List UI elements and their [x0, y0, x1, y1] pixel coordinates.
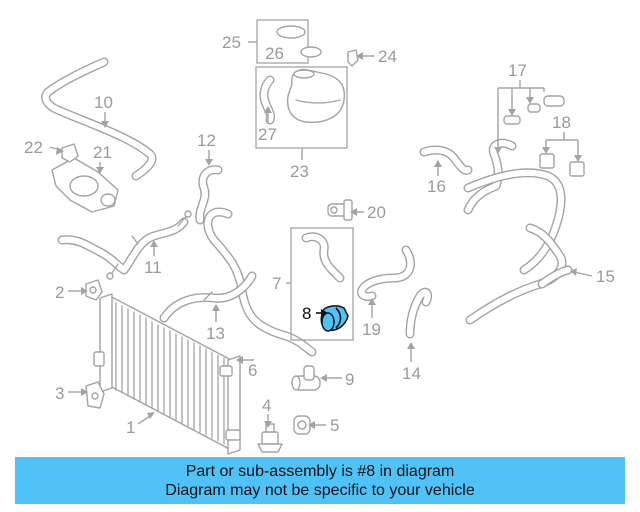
- group-box-7: [290, 227, 354, 341]
- callout-25: 25: [222, 33, 241, 52]
- callout-17: 17: [508, 61, 527, 80]
- callout-20: 20: [367, 203, 386, 222]
- pipe-part-10: [41, 57, 157, 181]
- hose-part-7: [301, 232, 345, 283]
- bracket-part-2: [85, 279, 103, 301]
- tee-fitting-part-9: [291, 365, 321, 391]
- callout-1: 1: [126, 418, 135, 437]
- leader-lines: [49, 41, 593, 429]
- hose-part-12: [195, 165, 223, 225]
- hose-part-14: [405, 287, 433, 339]
- cap-part-22: [61, 143, 79, 163]
- flange-part-21: [51, 157, 119, 213]
- callout-7: 7: [272, 274, 281, 293]
- callout-27: 27: [258, 125, 277, 144]
- callout-24: 24: [378, 47, 397, 66]
- callout-4: 4: [262, 396, 271, 415]
- callout-14: 14: [402, 364, 421, 383]
- callout-16: 16: [427, 177, 446, 196]
- radiator-part: [93, 293, 241, 455]
- callout-13: 13: [206, 324, 225, 343]
- info-banner: Part or sub-assembly is #8 in diagram Di…: [15, 457, 625, 504]
- hose-part-18: [463, 153, 585, 275]
- hose-part-27: [259, 75, 275, 125]
- hose-part-15: [465, 223, 573, 325]
- clip-part-24: [347, 49, 359, 67]
- fitting-part-5: [293, 415, 311, 435]
- callout-labels: 1 2 3 4 5 6 7 8 9 10 11 12 13 14 15 16 1…: [24, 33, 615, 437]
- callout-22: 22: [24, 138, 43, 157]
- fitting-part-20: [327, 199, 353, 221]
- callout-15: 15: [596, 267, 615, 286]
- callout-10: 10: [94, 93, 113, 112]
- callout-9: 9: [345, 370, 354, 389]
- callout-18: 18: [552, 113, 571, 132]
- banner-line-disclaimer: Diagram may not be specific to your vehi…: [165, 481, 475, 499]
- cap-part-26: [276, 25, 322, 58]
- parts-diagram: 1 2 3 4 5 6 7 8 9 10 11 12 13 14 15 16 1…: [24, 19, 615, 455]
- hose-part-19: [357, 245, 415, 301]
- sensor-part-4: [257, 423, 283, 453]
- callout-12: 12: [197, 131, 216, 150]
- callout-19: 19: [362, 320, 381, 339]
- callout-8: 8: [302, 304, 311, 323]
- hose-part-16: [419, 145, 473, 175]
- callout-26: 26: [265, 44, 284, 63]
- callout-23: 23: [290, 162, 309, 181]
- callout-6: 6: [248, 361, 257, 380]
- callout-11: 11: [144, 258, 162, 277]
- pipe-part-11: [57, 210, 192, 280]
- bracket-part-3: [85, 381, 105, 409]
- callout-2: 2: [55, 283, 64, 302]
- banner-line-part-number: Part or sub-assembly is #8 in diagram: [185, 462, 455, 480]
- callout-5: 5: [330, 416, 339, 435]
- reservoir-part-23: [286, 68, 346, 123]
- hose-part-8-highlighted: [320, 305, 349, 332]
- hose-part-17: [463, 95, 565, 215]
- hose-part-13: [159, 271, 257, 323]
- callout-3: 3: [55, 384, 64, 403]
- callout-21: 21: [93, 143, 112, 162]
